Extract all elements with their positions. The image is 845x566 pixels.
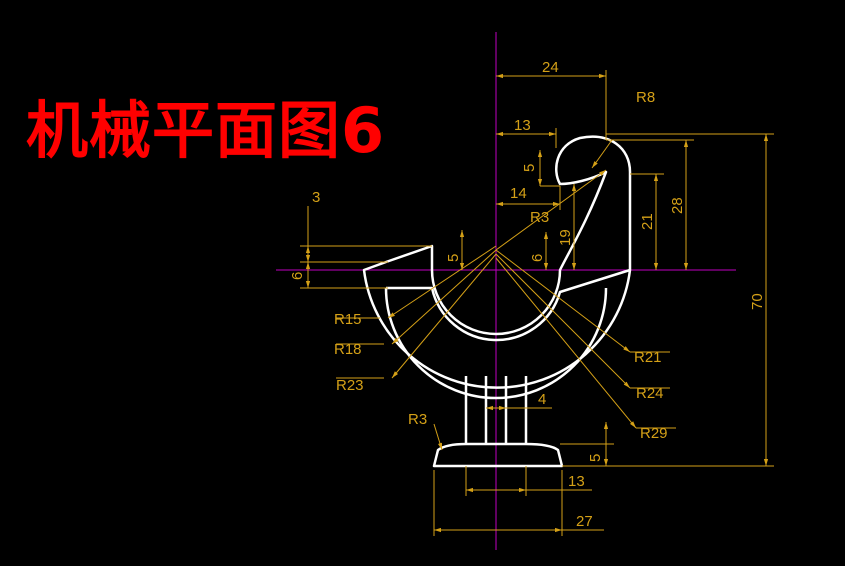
inner-slot xyxy=(386,268,631,342)
dim-70: 70 xyxy=(749,293,766,310)
dim-5-b: 5 xyxy=(445,254,462,262)
dim-5-a: 5 xyxy=(521,164,538,172)
dim-13-top: 13 xyxy=(514,117,531,134)
dim-r8: R8 xyxy=(636,89,655,106)
radius-leaders xyxy=(387,139,637,451)
dim-19: 19 xyxy=(557,229,574,246)
part-outline xyxy=(362,135,632,468)
dim-r15: R15 xyxy=(334,311,362,328)
dim-13-bot: 13 xyxy=(568,473,585,490)
base-foot xyxy=(432,442,564,468)
dim-6-left: 6 xyxy=(289,272,306,280)
dim-4: 4 xyxy=(538,391,546,408)
dim-r23: R23 xyxy=(336,377,364,394)
dim-14: 14 xyxy=(510,185,527,202)
dim-28: 28 xyxy=(669,197,686,214)
dim-27: 27 xyxy=(576,513,593,530)
dim-3: 3 xyxy=(312,189,320,206)
dim-24: 24 xyxy=(542,59,559,76)
centerlines xyxy=(276,32,736,550)
dim-5-c: 5 xyxy=(587,454,604,462)
drawing-title: 机械平面图6 xyxy=(26,94,386,167)
dim-r3-top: R3 xyxy=(530,209,549,226)
hook-body xyxy=(362,135,632,389)
dim-6-mid: 6 xyxy=(529,254,546,262)
dim-r3-base: R3 xyxy=(408,411,427,428)
dimension-lines xyxy=(300,70,774,536)
dim-r24: R24 xyxy=(636,385,664,402)
dim-r29: R29 xyxy=(640,425,668,442)
dim-r18: R18 xyxy=(334,341,362,358)
dim-21: 21 xyxy=(639,213,656,230)
dim-r21: R21 xyxy=(634,349,662,366)
